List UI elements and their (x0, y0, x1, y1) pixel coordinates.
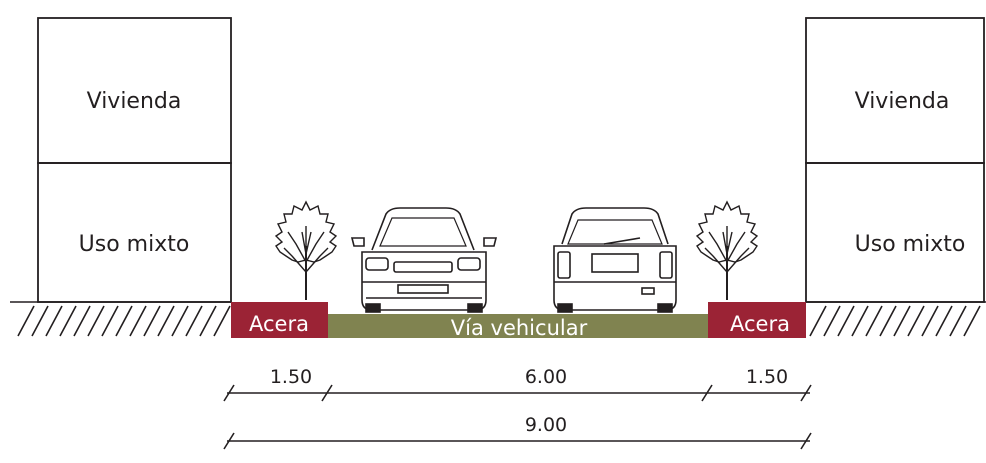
ground-hatch-right (806, 301, 986, 337)
right-sidewalk-band (708, 302, 806, 338)
right-upper-label: Vivienda (855, 89, 950, 114)
left-sidewalk-band (231, 302, 328, 338)
dim-left-sidewalk: 1.50 (270, 366, 312, 388)
left-building: Vivienda Uso mixto (37, 17, 232, 303)
tree-icon (275, 201, 337, 301)
dimension-lines (223, 384, 812, 450)
dim-roadway: 6.00 (525, 366, 567, 388)
car-rear-icon (553, 207, 677, 313)
car-front-icon (350, 207, 498, 313)
left-sidewalk-label: Acera (249, 312, 309, 336)
right-building: Vivienda Uso mixto (805, 17, 985, 303)
ground-hatch-left (10, 301, 231, 337)
left-lower-label: Uso mixto (79, 232, 190, 257)
dim-right-sidewalk: 1.50 (746, 366, 788, 388)
left-upper-label: Vivienda (87, 89, 182, 114)
right-lower-label: Uso mixto (855, 232, 966, 257)
roadway-label: Vía vehicular (451, 316, 588, 340)
right-sidewalk-label: Acera (730, 312, 790, 336)
roadway-band (328, 314, 708, 338)
dim-total: 9.00 (525, 414, 567, 436)
tree-icon (696, 201, 758, 301)
